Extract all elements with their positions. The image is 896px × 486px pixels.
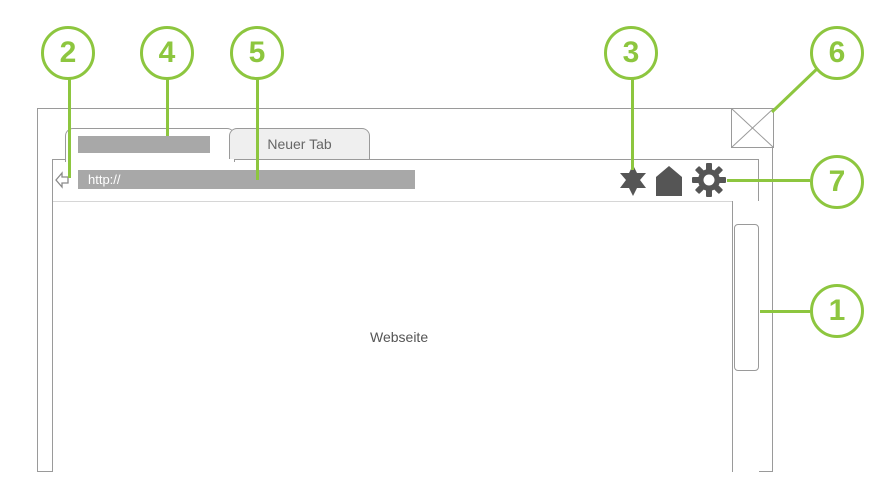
- leader-line-5: [256, 74, 259, 180]
- tab-new[interactable]: Neuer Tab: [229, 128, 370, 159]
- bookmark-star-icon[interactable]: [617, 163, 649, 197]
- leader-line-4: [166, 74, 169, 136]
- back-arrow-icon[interactable]: [55, 171, 70, 189]
- callout-6: 6: [810, 26, 864, 80]
- callout-3: 3: [604, 26, 658, 80]
- leader-line-7: [727, 179, 810, 182]
- leader-line-6: [770, 64, 822, 114]
- address-bar[interactable]: http://: [78, 170, 415, 189]
- browser-content-area: [52, 159, 759, 472]
- settings-gear-icon[interactable]: [691, 162, 727, 198]
- callout-2: 2: [41, 26, 95, 80]
- scrollbar-thumb[interactable]: [734, 224, 759, 371]
- callout-4: 4: [140, 26, 194, 80]
- tab-active-title-placeholder: [78, 136, 210, 153]
- callout-5: 5: [230, 26, 284, 80]
- close-icon[interactable]: [731, 108, 774, 148]
- leader-line-1: [760, 310, 810, 313]
- leader-line-2: [68, 74, 71, 178]
- toolbar-divider: [53, 201, 758, 202]
- home-icon[interactable]: [655, 165, 683, 197]
- leader-line-3: [631, 74, 634, 170]
- callout-1: 1: [810, 284, 864, 338]
- callout-7: 7: [810, 155, 864, 209]
- webpage-label: Webseite: [370, 329, 429, 345]
